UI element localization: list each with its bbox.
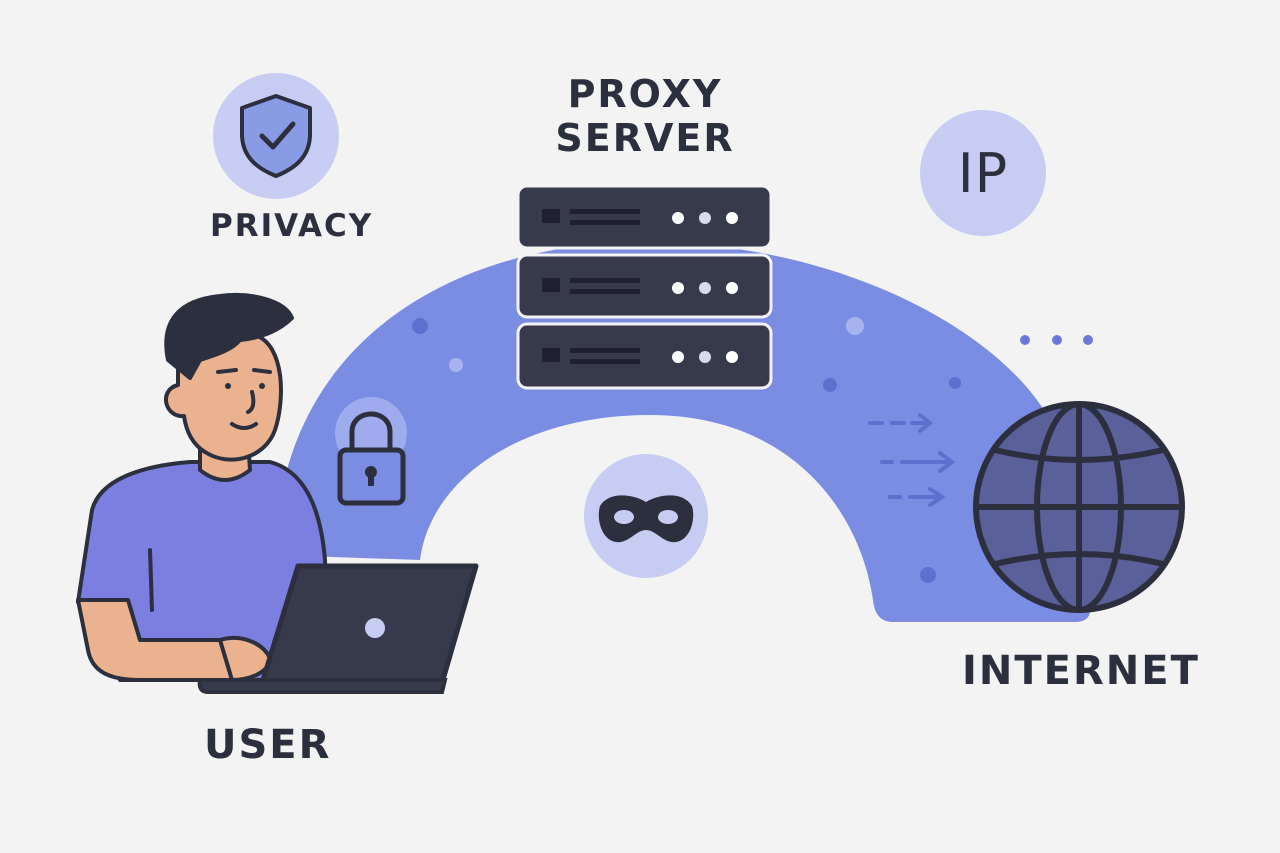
proxy-label-line1: PROXY	[567, 72, 723, 116]
server-unit	[516, 184, 773, 250]
proxy-server-label: PROXY SERVER	[0, 72, 1280, 160]
privacy-label: PRIVACY	[210, 208, 374, 244]
proxy-label-line2: SERVER	[555, 116, 735, 160]
user-label: USER	[204, 722, 332, 768]
shield-check-icon	[213, 73, 339, 199]
ellipsis-dots	[1020, 335, 1093, 345]
data-flow-arrows	[868, 413, 956, 507]
ip-label: IP	[957, 141, 1009, 205]
connection-arc	[275, 241, 1090, 622]
mask-icon	[584, 454, 708, 578]
server-unit	[516, 322, 773, 390]
user-shirt	[76, 460, 332, 682]
internet-label: INTERNET	[962, 648, 1200, 694]
server-rack-icon	[516, 184, 773, 390]
arc-dots	[412, 317, 961, 583]
user-figure	[76, 293, 332, 682]
user-hair	[164, 293, 294, 380]
ip-badge	[920, 110, 1046, 236]
server-unit	[516, 253, 773, 319]
globe-icon	[973, 401, 1185, 613]
laptop-icon	[197, 563, 479, 694]
padlock-icon	[335, 397, 407, 506]
